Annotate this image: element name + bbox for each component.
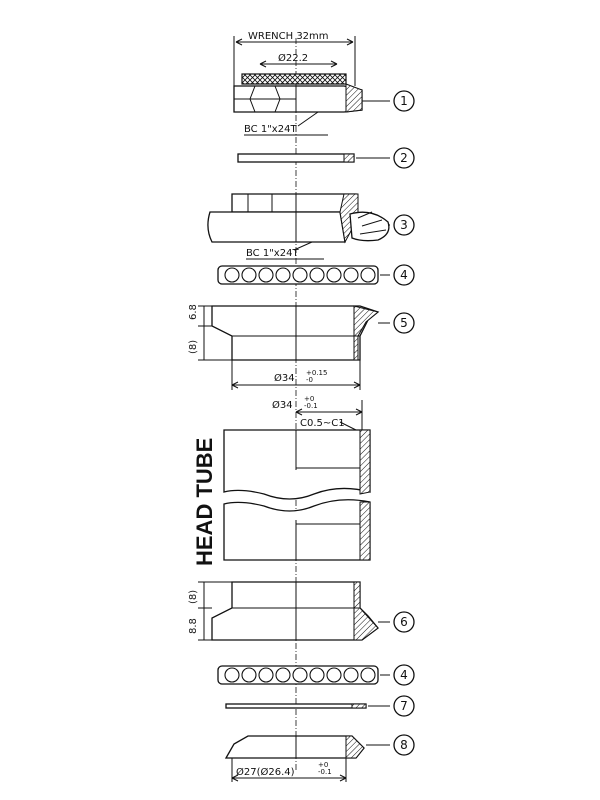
- tube-diameter: Ø34: [272, 399, 293, 411]
- upper-cup-height-1: 6.8: [188, 304, 199, 320]
- bearing-ball: [326, 667, 342, 683]
- part-6-lower-cup: (8) 8.8: [188, 581, 379, 641]
- callout-1: 1: [400, 94, 408, 108]
- top-bore-dimension: Ø22.2: [278, 52, 308, 64]
- bearing-ball: [360, 667, 376, 683]
- callout-7: 7: [400, 699, 408, 713]
- bearing-ball: [224, 267, 240, 283]
- head-tube: Ø34 +0 -0.1 C0.5~C1 HEAD TUBE: [192, 395, 371, 566]
- callout-4-upper: 4: [400, 268, 408, 282]
- bearing-ball: [241, 267, 257, 283]
- lower-cup-height-2: 8.8: [188, 618, 199, 634]
- part-5-upper-cup: 6.8 (8) Ø34 +0.15 -0: [188, 304, 380, 390]
- wrench-dimension: WRENCH 32mm: [248, 31, 329, 42]
- bearing-ball: [224, 667, 240, 683]
- bearing-ball: [343, 267, 359, 283]
- lower-cup-height-1: (8): [188, 590, 199, 604]
- bearing-ball: [258, 667, 274, 683]
- thread-dimension-1: BC 1"x24T: [244, 124, 297, 135]
- thread-dimension-3: BC 1"x24T: [246, 248, 299, 259]
- crown-tol-top: +0: [318, 761, 328, 769]
- bearing-ball: [360, 267, 376, 283]
- callout-5: 5: [400, 316, 408, 330]
- part-7-seal: [225, 703, 367, 709]
- crown-diameter: Ø27(Ø26.4): [236, 766, 295, 778]
- part-4-bearing-lower: [217, 665, 379, 685]
- head-tube-label: HEAD TUBE: [192, 438, 217, 566]
- part-2-washer: [237, 153, 355, 163]
- bearing-ball: [292, 267, 308, 283]
- callout-4-lower: 4: [400, 668, 408, 682]
- crown-tol-bottom: -0.1: [318, 768, 332, 776]
- part-4-bearing-upper: [217, 265, 379, 285]
- upper-cup-tol-top: +0.15: [306, 369, 327, 377]
- bearing-ball: [343, 667, 359, 683]
- bearing-ball: [275, 667, 291, 683]
- part-3-threaded-race: BC 1"x24T: [207, 193, 390, 260]
- upper-cup-diameter: Ø34: [274, 372, 295, 384]
- bearing-ball: [292, 667, 308, 683]
- part-1-locknut: WRENCH 32mm Ø22.2 BC 1"x24T: [233, 31, 363, 136]
- bearing-ball: [309, 267, 325, 283]
- callout-3: 3: [400, 218, 408, 232]
- chamfer-label: C0.5~C1: [300, 418, 345, 429]
- bearing-ball: [309, 667, 325, 683]
- tube-tol-top: +0: [304, 395, 314, 403]
- upper-cup-height-2: (8): [188, 340, 199, 354]
- upper-cup-tol-bottom: -0: [306, 376, 313, 384]
- tube-tol-bottom: -0.1: [304, 402, 318, 410]
- bearing-ball: [326, 267, 342, 283]
- bearing-ball: [241, 667, 257, 683]
- bearing-ball: [275, 267, 291, 283]
- callout-8: 8: [400, 738, 408, 752]
- part-8-crown-race: Ø27(Ø26.4) +0 -0.1: [224, 735, 365, 782]
- callout-2: 2: [400, 151, 408, 165]
- bearing-ball: [258, 267, 274, 283]
- callout-6: 6: [400, 615, 408, 629]
- callout-circle: [393, 90, 415, 112]
- callout-group: 1 2 3 4 5 6 4 7 8: [356, 90, 415, 756]
